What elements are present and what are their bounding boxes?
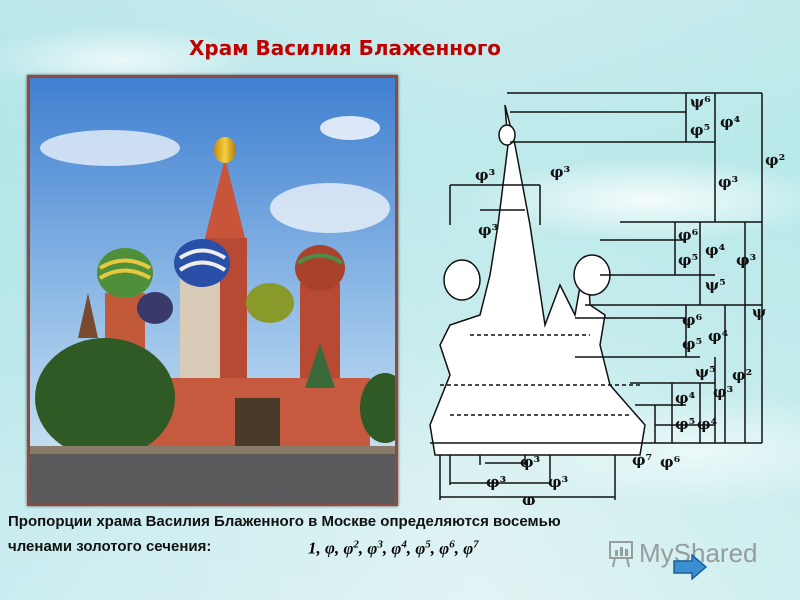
formula-power: 3	[377, 538, 383, 550]
diagram-label: ψ⁵	[705, 276, 726, 294]
diagram-label: φ⁴	[708, 327, 729, 345]
formula-term: φ	[325, 538, 335, 558]
diagram-label: φ³	[520, 453, 540, 471]
diagram-label: φ³	[478, 221, 498, 239]
diagram-label: φ²	[765, 151, 785, 169]
caption-line-2: членами золотого сечения:	[8, 538, 212, 555]
formula-power: 6	[449, 538, 455, 550]
diagram-label: φ³	[736, 251, 756, 269]
arrow-right-icon	[673, 554, 708, 580]
diagram-label: φ²	[732, 366, 752, 384]
diagram-label: φ⁶	[678, 226, 699, 244]
diagram-label: φ³	[550, 163, 570, 181]
formula-symbol: φ	[391, 538, 402, 558]
diagram-label: φ³	[486, 473, 506, 491]
diagram-label: φ⁶	[660, 453, 681, 471]
diagram-label: φ⁵	[690, 121, 710, 139]
formula-power: 2	[353, 538, 359, 550]
formula-term: φ5	[415, 538, 431, 558]
caption-line-1: Пропорции храма Василия Блаженного в Мос…	[8, 513, 561, 530]
diagram-label: ψ⁵	[695, 363, 716, 381]
formula-term: φ2	[343, 538, 359, 558]
cathedral-photo	[27, 75, 398, 506]
diagram-label: ψ⁶	[690, 93, 711, 111]
diagram-label: φ⁴	[720, 113, 741, 131]
diagram-label: φ	[522, 491, 536, 505]
golden-ratio-formula: 1, φ, φ2, φ3, φ4, φ5, φ6, φ7	[308, 538, 479, 558]
diagram-label: φ³	[718, 173, 738, 191]
diagram-label: φ⁵	[678, 251, 698, 269]
proportions-diagram: ψ⁶ φ⁵ φ⁴ φ² φ³ φ³ φ³ φ³ φ⁶ φ⁵ φ⁴ φ³ ψ⁵ ψ…	[429, 92, 785, 505]
formula-symbol: φ	[367, 538, 378, 558]
diagram-label: φ⁴	[705, 241, 726, 259]
diagram-label: φ³	[475, 166, 495, 184]
formula-term: φ3	[367, 538, 383, 558]
formula-term: φ6	[439, 538, 455, 558]
formula-symbol: φ	[463, 538, 474, 558]
formula-term: φ7	[463, 538, 479, 558]
formula-power: 4	[401, 538, 407, 550]
diagram-label: ψ	[752, 303, 766, 321]
formula-symbol: φ	[343, 538, 354, 558]
formula-power: 5	[425, 538, 431, 550]
diagram-label: φ⁴	[697, 415, 718, 433]
diagram-label: φ⁷	[632, 451, 652, 469]
diagram-label: φ⁶	[682, 311, 703, 329]
diagram-label: φ³	[713, 383, 733, 401]
diagram-label: φ⁵	[682, 335, 702, 353]
diagram-label: φ⁵	[675, 415, 695, 433]
diagram-label: φ³	[548, 473, 568, 491]
slide-title: Храм Василия Блаженного	[188, 36, 502, 60]
formula-term: 1	[308, 538, 317, 558]
formula-power: 7	[473, 538, 479, 550]
next-slide-button[interactable]	[672, 554, 708, 580]
formula-symbol: φ	[415, 538, 426, 558]
diagram-label: φ⁴	[675, 389, 696, 407]
formula-term: φ4	[391, 538, 407, 558]
formula-symbol: φ	[439, 538, 450, 558]
presentation-icon	[609, 540, 633, 567]
